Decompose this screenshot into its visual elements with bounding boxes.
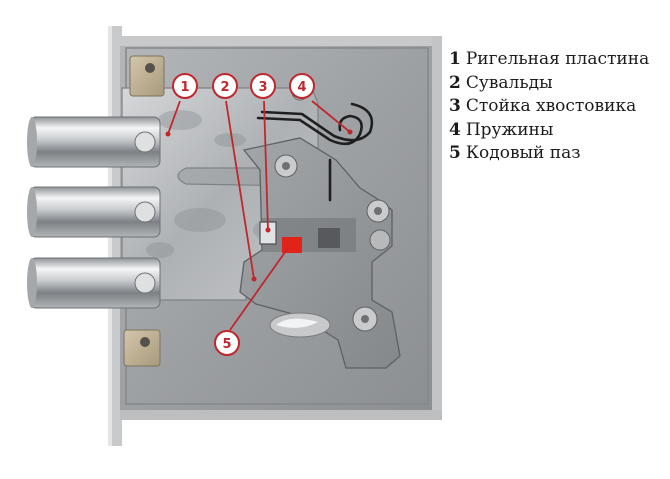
legend-label: Кодовый паз — [465, 143, 581, 164]
lever-rivet — [352, 306, 378, 332]
bolt-top — [27, 116, 161, 168]
callout-leader-3 — [263, 100, 269, 231]
mounting-block-bottom — [123, 329, 161, 367]
callout-leader-5 — [229, 247, 289, 331]
callout-2: 2 — [212, 73, 238, 99]
legend-label: Пружины — [465, 119, 554, 140]
callout-5: 5 — [214, 330, 240, 356]
bolt-rivet — [134, 201, 156, 223]
callout-leader-4 — [311, 100, 351, 133]
callout-3: 3 — [250, 73, 276, 99]
legend-number: 2 — [449, 72, 461, 93]
lever-rivet — [274, 154, 298, 178]
legend-number: 3 — [449, 96, 461, 117]
callout-number: 1 — [180, 80, 189, 95]
leader-endpoint — [347, 129, 353, 135]
callout-number: 2 — [220, 80, 229, 95]
callout-4: 4 — [289, 73, 315, 99]
legend-label: Сувальды — [465, 72, 553, 93]
callout-leader-1 — [167, 100, 181, 135]
callout-number: 4 — [297, 80, 306, 95]
legend-label: Ригельная пластина — [465, 49, 650, 69]
legend-number: 4 — [449, 119, 461, 140]
callout-1: 1 — [172, 73, 198, 99]
mounting-block-top — [129, 55, 165, 97]
bolt-bottom — [27, 257, 161, 309]
keyhole — [269, 312, 331, 338]
bolt-middle — [27, 186, 161, 238]
callout-number: 3 — [258, 80, 267, 95]
leader-endpoint — [251, 276, 257, 282]
bolt-rivet — [134, 131, 156, 153]
legend-number: 5 — [449, 143, 461, 164]
code-slot-marker — [282, 237, 302, 253]
callout-number: 5 — [222, 337, 231, 352]
legend-number: 1 — [449, 49, 461, 69]
lever-springs — [256, 102, 374, 202]
lever-rivet — [366, 199, 390, 223]
lever-rivet — [369, 229, 391, 251]
bolt-rivet — [134, 272, 156, 294]
leader-endpoint — [265, 227, 271, 233]
leader-endpoint — [165, 131, 171, 137]
callout-leader-2 — [225, 100, 255, 280]
legend-label: Стойка хвостовика — [465, 96, 637, 117]
